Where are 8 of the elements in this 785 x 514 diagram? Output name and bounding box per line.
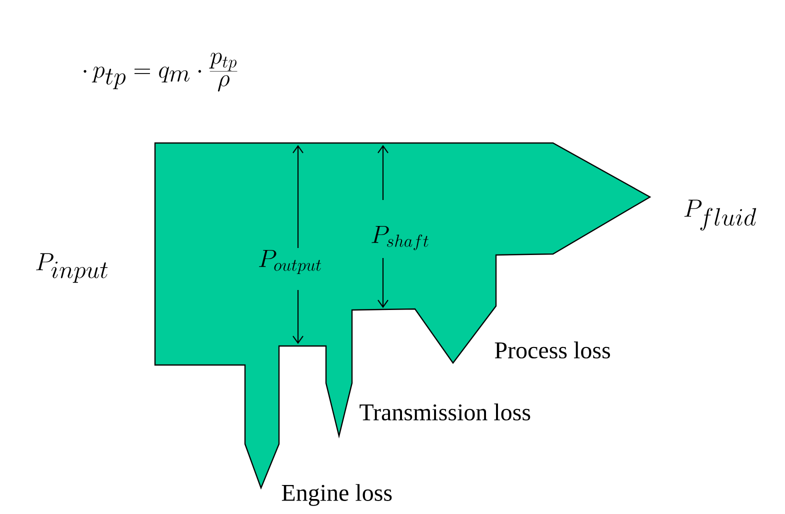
formula-label: $P_{output}$ xyxy=(259,250,322,274)
loss-label: Engine loss xyxy=(282,484,392,506)
loss-label: Transmission loss xyxy=(360,404,530,420)
loss-label: Process loss xyxy=(494,342,610,358)
formula-label: $\cdot\, p_{tp} = q_m \cdot \frac{p_{tp}}{\rho}$ xyxy=(84,52,238,92)
formula-label: $P_{input}$ xyxy=(36,253,108,283)
formula-label: $P_{fluid}$ xyxy=(684,200,756,231)
formula-label: $P_{shaft}$ xyxy=(372,226,428,250)
